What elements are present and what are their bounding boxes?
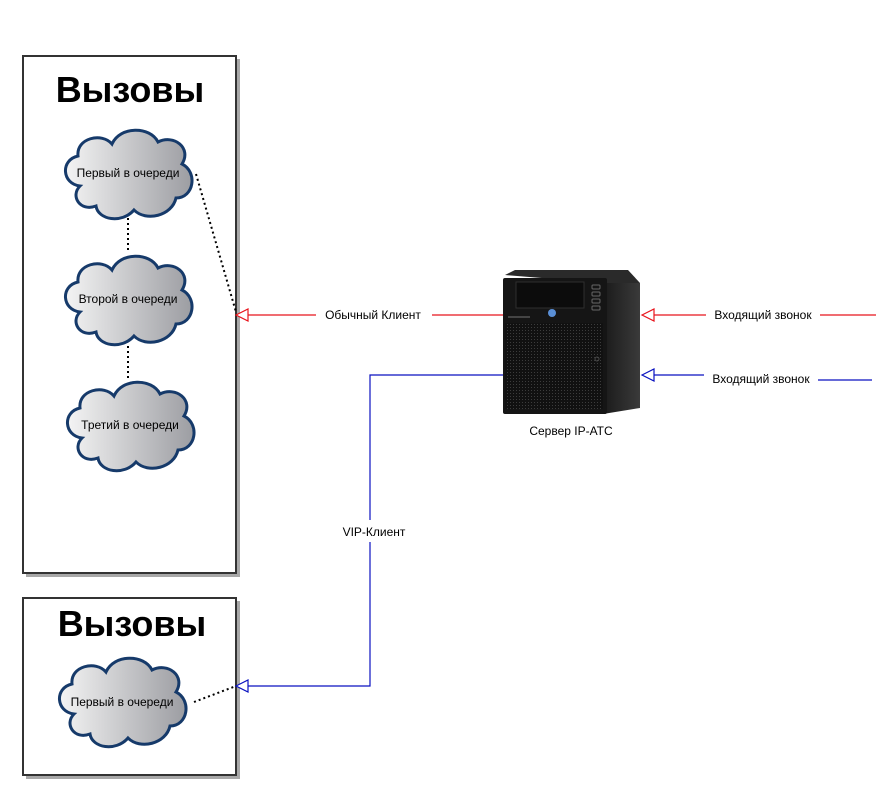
panel-title: Вызовы [58,603,207,644]
regular-client-label: Обычный Клиент [325,308,421,322]
server-side [603,283,640,414]
cloud-label: Второй в очереди [79,292,178,306]
incoming-call-1-connection: Входящий звонок [640,308,876,322]
arrowhead-icon [234,308,249,322]
cloud-label: Третий в очереди [81,418,179,432]
regular-client-connection: Обычный Клиент [234,308,503,322]
panel-title: Вызовы [56,69,205,110]
incoming-call-2-connection: Входящий звонок [640,368,872,386]
server-label: Сервер IP-АТС [529,424,613,438]
cloud-label: Первый в очереди [71,695,174,709]
arrowhead-icon [234,679,249,693]
ip-pbx-server: Сервер IP-АТС [503,270,640,438]
incoming-call-label: Входящий звонок [714,308,812,322]
incoming-call-label: Входящий звонок [712,372,810,386]
queue-cloud-3: Третий в очереди [65,380,196,473]
vip-client-label: VIP-Клиент [343,525,406,539]
cloud-label: Первый в очереди [77,166,180,180]
server-lock-icon [594,356,600,362]
server-front-mesh [505,323,603,409]
queue-dotted-links [127,173,237,703]
server-brand-strip [508,316,530,318]
vip-client-connection: VIP-Клиент [234,374,503,693]
server-buttons [591,284,601,311]
hp-logo-icon [548,309,556,317]
dotted-link [195,173,237,313]
server-drive-bay [515,281,585,309]
queue-cloud-1: Первый в очереди [63,128,194,221]
arrowhead-icon [640,308,655,322]
vip-queue-cloud-1: Первый в очереди [57,656,188,749]
arrowhead-icon [640,368,655,382]
queue-cloud-2: Второй в очереди [63,254,194,347]
